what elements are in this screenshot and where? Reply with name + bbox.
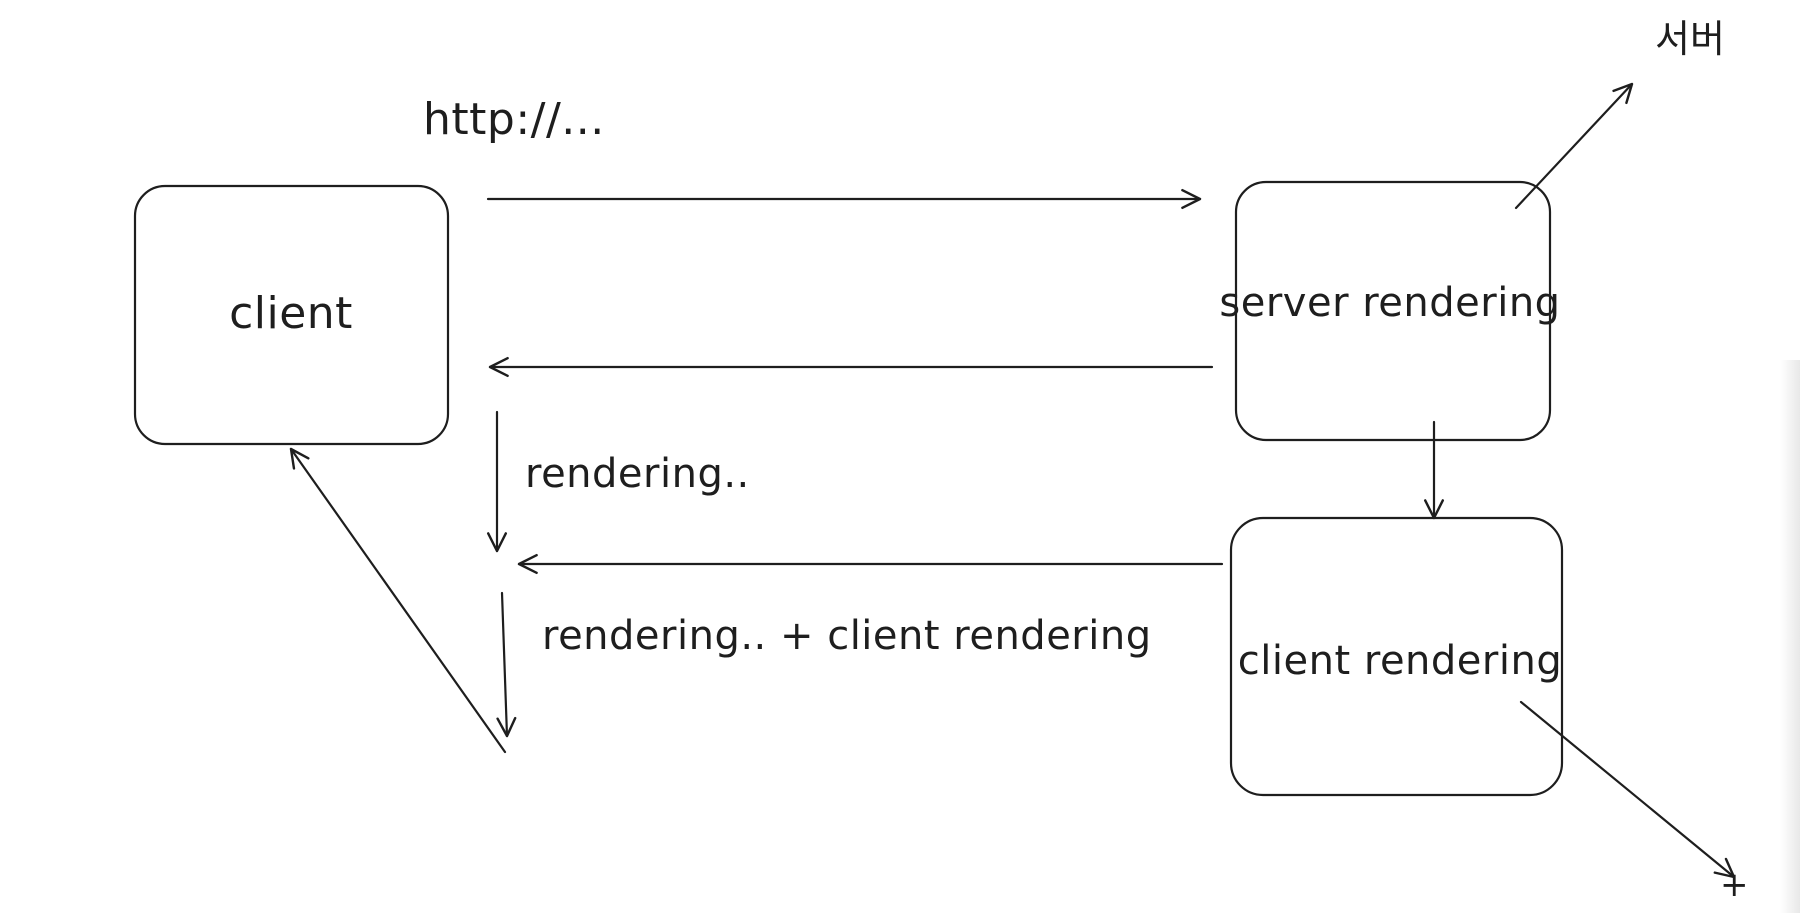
client-box — [133, 184, 450, 446]
plus-mark: + — [1720, 865, 1749, 905]
server-rendering-box — [1234, 180, 1552, 442]
rendering-label-1: rendering.. — [525, 451, 750, 497]
client-node[interactable]: client — [133, 184, 450, 446]
client-rendering-node[interactable]: client rendering — [1229, 516, 1564, 797]
rendering-label-2: rendering.. + client rendering — [542, 613, 1152, 659]
http-label: http://... — [423, 94, 605, 145]
client-rendering-box — [1229, 516, 1564, 797]
server-pointer-arrow — [1514, 82, 1634, 210]
server-rendering-label: server rendering — [1219, 280, 1560, 326]
client-rendering-out-arrow — [1519, 700, 1736, 879]
client-label: client — [229, 288, 353, 339]
server-korean-label: 서버 — [1655, 17, 1725, 61]
rendering-down-arrow-2 — [496, 591, 517, 738]
server-rendering-node[interactable]: server rendering — [1219, 180, 1560, 442]
edge-shadow — [1780, 360, 1800, 913]
return-to-client-arrow — [289, 447, 507, 754]
client-rendering-label: client rendering — [1238, 638, 1562, 684]
